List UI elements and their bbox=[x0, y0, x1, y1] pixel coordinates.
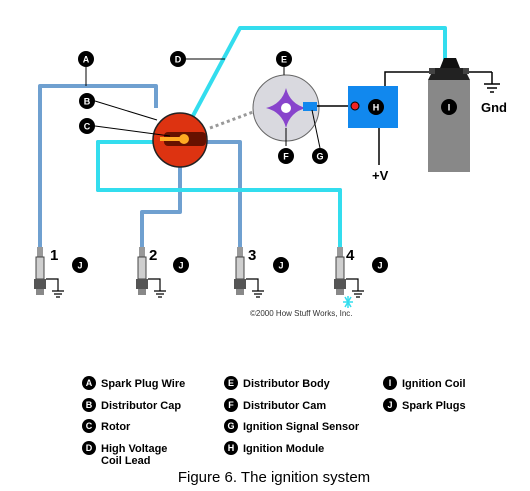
callout-B: B bbox=[79, 93, 95, 109]
legend-item-B: B Distributor Cap bbox=[82, 398, 181, 412]
svg-text:Distributor Cam: Distributor Cam bbox=[243, 400, 326, 412]
shaft-link bbox=[209, 110, 254, 130]
legend-item-I: I Ignition Coil bbox=[383, 376, 466, 390]
svg-text:D: D bbox=[175, 55, 182, 65]
callout-D: D bbox=[170, 51, 186, 67]
spark-plug-1 bbox=[34, 247, 64, 298]
svg-text:Coil Lead: Coil Lead bbox=[101, 455, 151, 467]
svg-text:Spark Plugs: Spark Plugs bbox=[402, 400, 466, 412]
svg-text:Ignition Coil: Ignition Coil bbox=[402, 378, 466, 390]
legend-item-C: C Rotor bbox=[82, 419, 131, 433]
svg-text:J: J bbox=[377, 261, 382, 271]
svg-text:A: A bbox=[86, 378, 93, 388]
spark-plug-2 bbox=[136, 247, 166, 298]
svg-text:B: B bbox=[84, 97, 91, 107]
spark-plug-4 bbox=[334, 247, 364, 308]
legend-item-H: H Ignition Module bbox=[224, 441, 324, 455]
svg-text:J: J bbox=[178, 261, 183, 271]
svg-text:Ignition Signal Sensor: Ignition Signal Sensor bbox=[243, 421, 360, 433]
svg-text:C: C bbox=[84, 122, 91, 132]
plug-number-1: 1 bbox=[50, 247, 58, 264]
svg-text:High Voltage: High Voltage bbox=[101, 443, 167, 455]
svg-text:Spark Plug Wire: Spark Plug Wire bbox=[101, 378, 185, 390]
svg-text:C: C bbox=[86, 421, 93, 431]
callout-G: G bbox=[312, 148, 328, 164]
rotor bbox=[160, 132, 206, 146]
ground-label: Gnd bbox=[481, 100, 507, 115]
svg-text:E: E bbox=[228, 378, 234, 388]
legend-item-A: A Spark Plug Wire bbox=[82, 376, 185, 390]
copyright-notice: ©2000 How Stuff Works, Inc. bbox=[250, 309, 353, 318]
signal-sensor bbox=[303, 102, 317, 111]
spark-plug-3 bbox=[234, 247, 264, 298]
callout-J-2: J bbox=[173, 257, 189, 273]
svg-text:Ignition Module: Ignition Module bbox=[243, 443, 324, 455]
legend: A Spark Plug Wire B Distributor Cap C Ro… bbox=[82, 376, 466, 467]
coil-lead bbox=[178, 26, 447, 141]
plug-wire-1 bbox=[38, 84, 158, 247]
module-to-coil-wire bbox=[384, 71, 430, 86]
svg-text:G: G bbox=[227, 421, 234, 431]
legend-item-E: E Distributor Body bbox=[224, 376, 331, 390]
plug-number-2: 2 bbox=[149, 247, 157, 264]
legend-item-D: D High Voltage Coil Lead bbox=[82, 441, 167, 467]
svg-text:B: B bbox=[86, 400, 93, 410]
legend-item-F: F Distributor Cam bbox=[224, 398, 326, 412]
ground-symbol bbox=[484, 72, 500, 93]
plug-wire-4-cyan bbox=[96, 140, 342, 247]
module-terminal bbox=[350, 101, 360, 111]
plug-number-4: 4 bbox=[346, 247, 355, 264]
svg-text:H: H bbox=[228, 443, 235, 453]
svg-text:Distributor Cap: Distributor Cap bbox=[101, 400, 181, 412]
callout-leaders bbox=[85, 58, 321, 149]
callout-E: E bbox=[276, 51, 292, 67]
ignition-coil bbox=[428, 58, 470, 172]
distributor-cam bbox=[266, 88, 306, 128]
callout-J-4: J bbox=[372, 257, 388, 273]
plug-wire-3 bbox=[205, 140, 242, 247]
svg-text:Rotor: Rotor bbox=[101, 421, 131, 433]
svg-text:A: A bbox=[83, 55, 90, 65]
svg-text:J: J bbox=[387, 400, 392, 410]
distributor-cap bbox=[152, 112, 208, 168]
callout-F: F bbox=[278, 148, 294, 164]
spark-icon bbox=[343, 296, 353, 308]
callout-H: H bbox=[368, 99, 384, 115]
svg-text:E: E bbox=[281, 55, 287, 65]
svg-text:G: G bbox=[316, 152, 323, 162]
svg-text:F: F bbox=[283, 152, 289, 162]
svg-text:I: I bbox=[389, 378, 392, 388]
callout-C: C bbox=[79, 118, 95, 134]
legend-item-G: G Ignition Signal Sensor bbox=[224, 419, 360, 433]
callout-J-3: J bbox=[273, 257, 289, 273]
callout-J-1: J bbox=[72, 257, 88, 273]
svg-text:J: J bbox=[278, 261, 283, 271]
plug-wire-4 bbox=[96, 140, 342, 247]
svg-text:H: H bbox=[373, 103, 380, 113]
callout-I: I bbox=[441, 99, 457, 115]
svg-text:F: F bbox=[228, 400, 234, 410]
svg-text:Distributor Body: Distributor Body bbox=[243, 378, 331, 390]
svg-text:I: I bbox=[448, 103, 451, 113]
legend-item-J: J Spark Plugs bbox=[383, 398, 466, 412]
plug-wire-2 bbox=[140, 165, 182, 247]
figure-caption: Figure 6. The ignition system bbox=[178, 469, 370, 486]
vplus-label: +V bbox=[372, 168, 389, 183]
svg-text:J: J bbox=[77, 261, 82, 271]
svg-text:D: D bbox=[86, 443, 93, 453]
plug-number-3: 3 bbox=[248, 247, 256, 264]
callout-A: A bbox=[78, 51, 94, 67]
